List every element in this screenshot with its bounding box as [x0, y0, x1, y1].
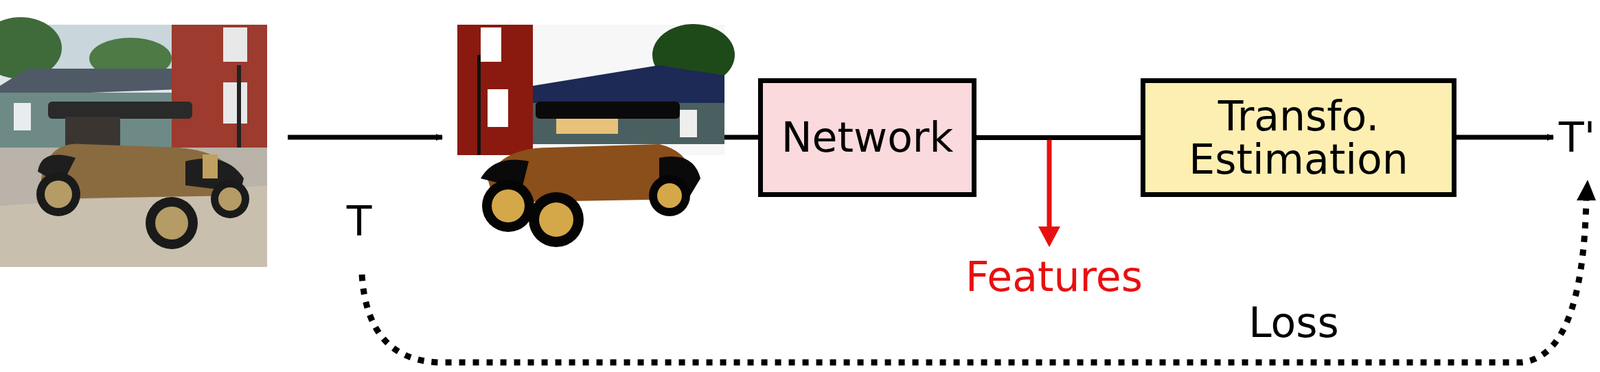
- photo-transformed: [457, 24, 735, 261]
- loss-label: Loss: [1248, 302, 1340, 344]
- input-line: [724, 135, 760, 141]
- loss-arrowhead: [1576, 179, 1596, 201]
- features-arrowhead: [1038, 226, 1061, 248]
- features-arrow: [1047, 137, 1053, 237]
- transform-arrow: [287, 135, 443, 141]
- features-label: Features: [965, 256, 1143, 298]
- photo-original: [0, 17, 268, 268]
- loss-dotted-curve: [361, 199, 1587, 363]
- process-box: Transfo. Estimation: [1140, 78, 1457, 198]
- connector: [976, 135, 1141, 141]
- output-symbol: T': [1558, 116, 1596, 158]
- input-symbol: T: [346, 200, 373, 242]
- output-arrow: [1452, 135, 1554, 141]
- box-label: Transfo. Estimation: [1155, 94, 1443, 182]
- box-label: Network: [781, 116, 954, 160]
- process-box: Network: [758, 78, 977, 198]
